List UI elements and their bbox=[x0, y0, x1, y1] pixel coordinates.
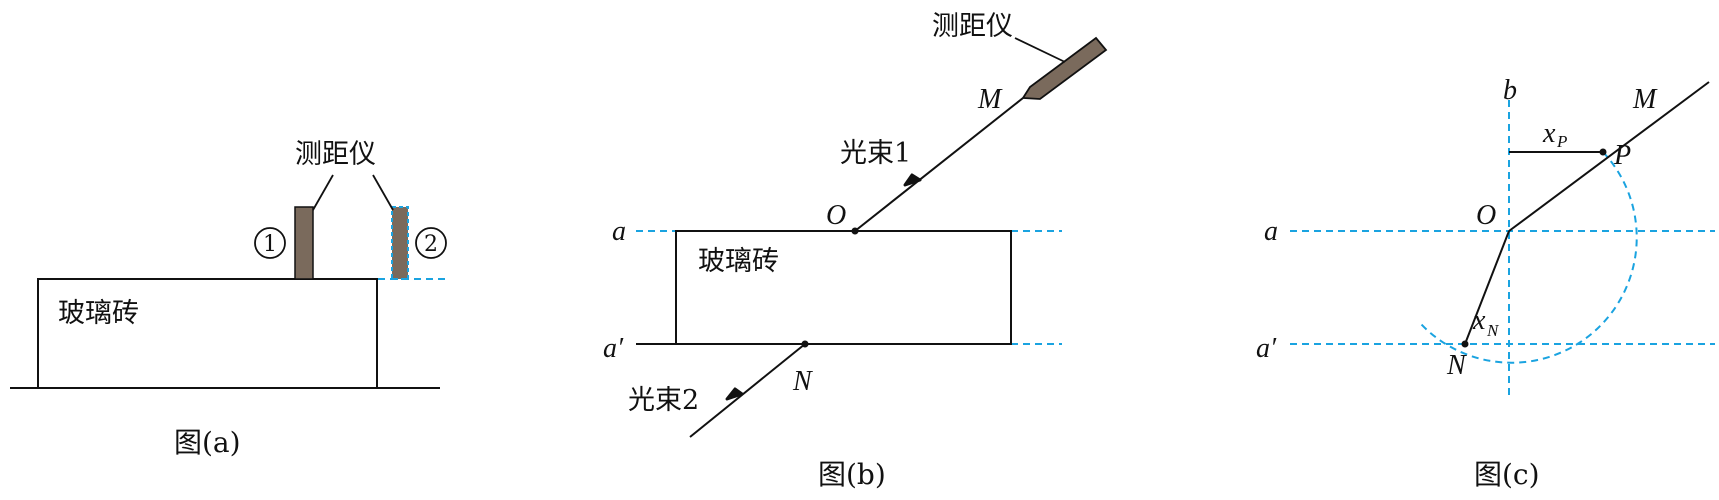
rangefinder-position-2 bbox=[391, 206, 409, 280]
line-a-label-c: a bbox=[1264, 216, 1278, 247]
point-O-dot-b bbox=[851, 227, 859, 235]
caption-b: 图(b) bbox=[818, 458, 886, 491]
point-N-dot-c bbox=[1461, 340, 1469, 348]
line-a-label-b: a bbox=[612, 216, 626, 247]
figure-a: 玻璃砖 测距仪 1 2 图(a) bbox=[10, 139, 447, 459]
rangefinder-label-a: 测距仪 bbox=[295, 139, 376, 170]
rangefinder-leader-b bbox=[1014, 37, 1066, 63]
rangefinder-label-b: 测距仪 bbox=[932, 11, 1013, 42]
leader-line-2 bbox=[372, 174, 394, 211]
xP-label: x bbox=[1542, 118, 1556, 149]
circle-1-label: 1 bbox=[263, 232, 277, 257]
point-P-label-c: P bbox=[1613, 140, 1631, 171]
point-O-label-c: O bbox=[1476, 200, 1496, 231]
point-N-label-b: N bbox=[792, 366, 813, 397]
rangefinder-device-b bbox=[1021, 36, 1108, 100]
xN-subscript: N bbox=[1486, 321, 1500, 340]
point-O-label-b: O bbox=[826, 200, 846, 231]
point-N-label-c: N bbox=[1446, 350, 1467, 381]
point-N-dot-b bbox=[801, 340, 809, 348]
beam-1-label: 光束1 bbox=[840, 138, 911, 169]
rangefinder-position-1 bbox=[294, 206, 314, 280]
circle-2 bbox=[415, 227, 447, 259]
glass-brick-label-b: 玻璃砖 bbox=[698, 246, 779, 277]
line-a-prime-label-b: a′ bbox=[603, 333, 624, 364]
line-a-prime-label-c: a′ bbox=[1256, 333, 1277, 364]
ray-ON-c bbox=[1464, 230, 1510, 345]
beam-1 bbox=[854, 97, 1024, 232]
beam-2 bbox=[689, 343, 806, 438]
caption-c: 图(c) bbox=[1474, 458, 1540, 491]
glass-brick bbox=[37, 278, 378, 389]
ray-MO-c bbox=[1508, 81, 1710, 232]
circle-1 bbox=[254, 227, 286, 259]
circle-2-label: 2 bbox=[424, 232, 438, 257]
circle-arc-c bbox=[1419, 151, 1638, 364]
beam-1-arrow bbox=[903, 173, 922, 187]
beam-2-arrow bbox=[725, 387, 744, 401]
xP-subscript: P bbox=[1556, 132, 1567, 151]
beam-2-label: 光束2 bbox=[628, 385, 699, 416]
xN-label: x bbox=[1472, 305, 1486, 336]
glass-brick-b bbox=[675, 230, 1012, 345]
leader-line-1 bbox=[312, 174, 334, 211]
point-P-dot-c bbox=[1599, 148, 1607, 156]
figure-b: 玻璃砖 a a′ 测距仪 M O N 光束1 光束2 图(b) bbox=[603, 11, 1108, 491]
point-M-label-c: M bbox=[1632, 84, 1658, 115]
figure-c: b M P O N a a′ x P x N 图(c) bbox=[1256, 75, 1715, 491]
point-M-label-b: M bbox=[977, 84, 1003, 115]
caption-a: 图(a) bbox=[174, 426, 241, 459]
glass-brick-label: 玻璃砖 bbox=[58, 298, 139, 329]
line-b-label-c: b bbox=[1503, 75, 1517, 106]
